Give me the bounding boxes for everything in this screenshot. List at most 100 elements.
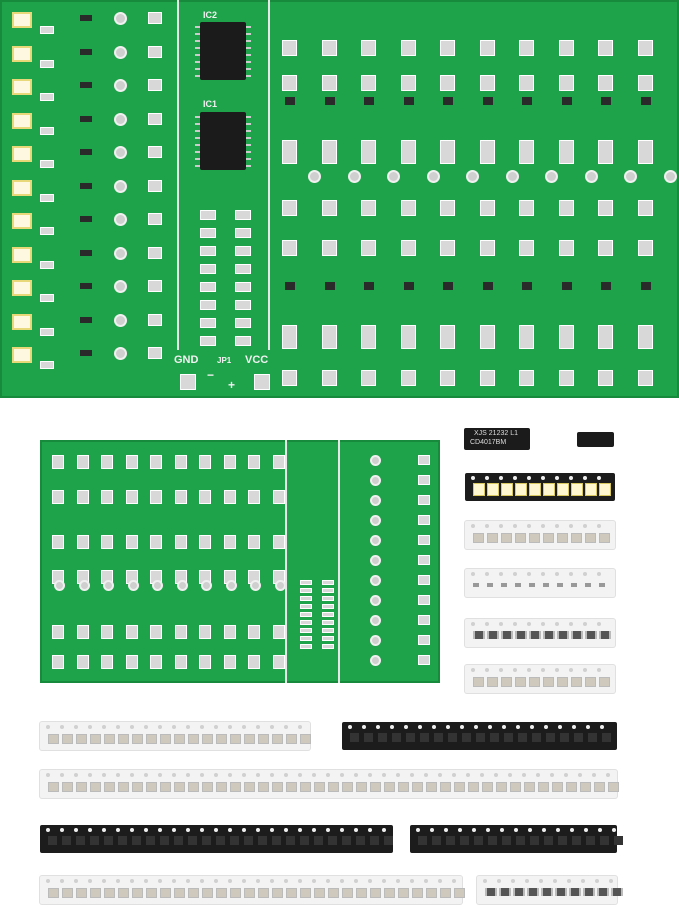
led-component <box>515 483 527 496</box>
resistor-component <box>557 631 569 639</box>
smd-pad <box>361 75 376 91</box>
transistor <box>364 97 374 105</box>
capacitor-component <box>174 734 185 744</box>
smd-pad <box>174 535 187 549</box>
sprocket-hole <box>471 622 475 626</box>
sprocket-hole <box>514 828 518 832</box>
smd-pad <box>598 140 613 164</box>
smd-pad <box>519 325 534 349</box>
led <box>12 213 32 229</box>
sprocket-hole <box>555 668 559 672</box>
capacitor-component <box>585 533 596 543</box>
component-tape-strip <box>40 825 393 853</box>
smd-pad <box>282 325 297 349</box>
test-hole <box>54 580 65 591</box>
sprocket-hole <box>340 773 344 777</box>
capacitor-component <box>272 734 283 744</box>
transistor-component <box>504 733 513 742</box>
capacitor-component <box>188 782 199 792</box>
sprocket-hole <box>144 773 148 777</box>
capacitor-component <box>174 888 185 898</box>
capacitor-component <box>384 888 395 898</box>
sprocket-hole <box>60 828 64 832</box>
sprocket-hole <box>513 524 517 528</box>
capacitor-component <box>501 677 512 687</box>
capacitor-component <box>515 677 526 687</box>
sprocket-hole <box>583 668 587 672</box>
sprocket-hole <box>256 725 260 729</box>
sprocket-hole <box>396 773 400 777</box>
transistor <box>640 282 651 290</box>
sprocket-hole <box>558 725 562 729</box>
transistor <box>364 282 374 290</box>
capacitor-component <box>529 677 540 687</box>
sprocket-hole <box>158 773 162 777</box>
sprocket-hole <box>597 476 601 480</box>
smd-pad <box>400 200 416 216</box>
capacitor-component <box>543 677 554 687</box>
capacitor-component <box>104 782 115 792</box>
transistor-component <box>502 836 511 845</box>
transistor-component <box>350 733 359 742</box>
test-hole <box>663 170 677 183</box>
smd-pad <box>282 140 297 164</box>
ic-footprint-pad <box>322 636 334 641</box>
capacitor-component <box>230 888 241 898</box>
sprocket-hole <box>452 879 456 883</box>
ic-pin <box>195 116 200 118</box>
ic-footprint-pad <box>300 604 312 609</box>
transistor-component <box>432 836 441 845</box>
ic-pin <box>246 158 251 160</box>
sprocket-hole <box>444 828 448 832</box>
sprocket-hole <box>116 879 120 883</box>
test-hole <box>201 580 212 591</box>
transistor-component <box>258 836 267 845</box>
smd-pad <box>272 625 285 639</box>
sprocket-hole <box>60 879 64 883</box>
ic-pin <box>246 123 251 125</box>
component-tape-strip <box>465 473 615 501</box>
transistor-component <box>476 733 485 742</box>
pad <box>148 347 162 359</box>
smd-pad <box>479 40 495 56</box>
capacitor-component <box>118 888 129 898</box>
capacitor-component <box>272 782 283 792</box>
transistor-component <box>188 836 197 845</box>
sprocket-hole <box>471 524 475 528</box>
capacitor-component <box>454 782 465 792</box>
jumper-hole <box>114 213 127 226</box>
sprocket-hole <box>555 622 559 626</box>
transistor-component <box>516 836 525 845</box>
sprocket-hole <box>583 622 587 626</box>
test-hole <box>308 170 321 183</box>
sprocket-hole <box>485 524 489 528</box>
ic-pin <box>246 151 251 153</box>
capacitor-component <box>412 782 423 792</box>
component-tape-strip <box>477 876 623 904</box>
ic-pin <box>195 144 200 146</box>
capacitor-component <box>188 888 199 898</box>
sprocket-hole <box>298 828 302 832</box>
transistor-component <box>462 733 471 742</box>
smd-pad <box>400 240 416 256</box>
smd-pad <box>199 655 211 669</box>
sprocket-hole <box>88 773 92 777</box>
transistor-component <box>530 836 539 845</box>
sprocket-hole <box>502 725 506 729</box>
test-hole <box>103 580 114 591</box>
led-component <box>585 483 597 496</box>
smd-pad <box>361 200 376 216</box>
jp1-label: JP1 <box>217 356 232 365</box>
smd-pad <box>52 490 64 504</box>
smd-pad <box>125 535 138 549</box>
transistor-component <box>602 733 611 742</box>
led <box>12 313 32 330</box>
pad <box>418 495 430 505</box>
smd-pad <box>637 75 653 91</box>
sprocket-hole <box>102 879 106 883</box>
sprocket-hole <box>348 725 352 729</box>
transistor <box>482 97 493 105</box>
transistor-component <box>588 733 597 742</box>
smd-pad <box>440 200 455 216</box>
sprocket-hole <box>74 773 78 777</box>
